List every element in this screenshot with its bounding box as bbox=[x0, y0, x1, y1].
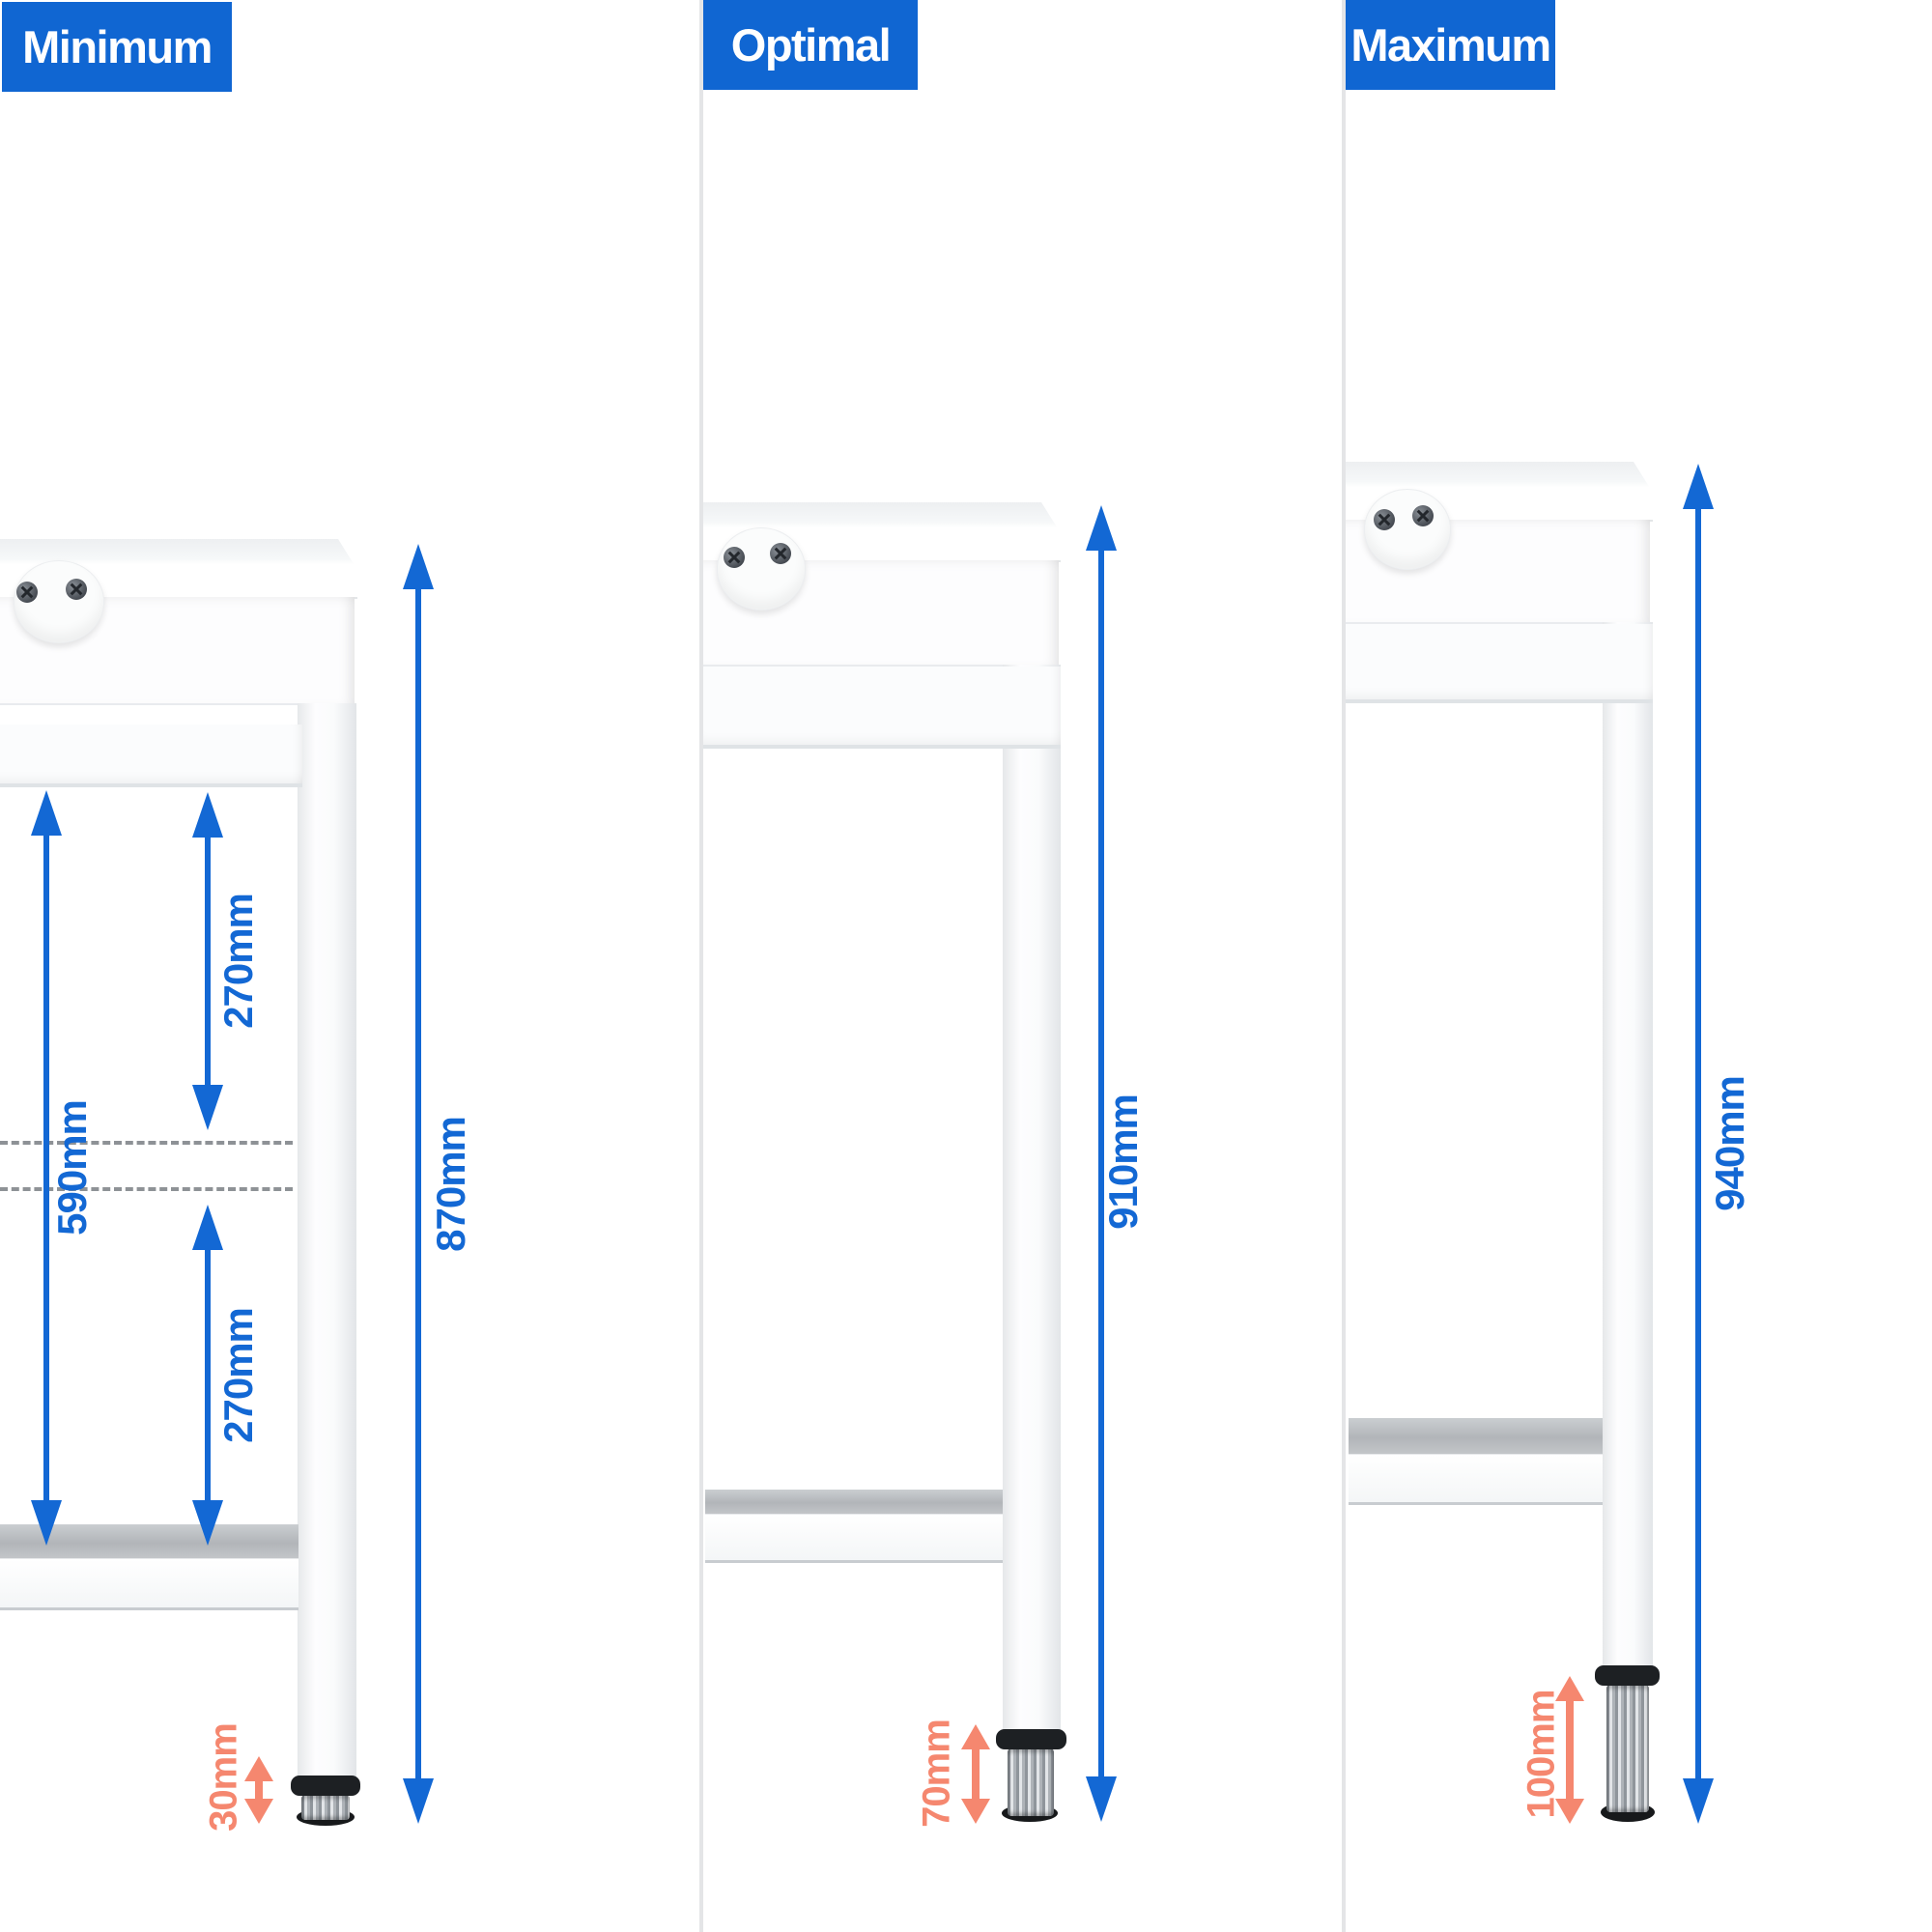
screw-icon bbox=[724, 547, 745, 568]
dimension-arrow-270mm-lower bbox=[192, 1205, 223, 1546]
foot-adjust-arrow-100mm bbox=[1555, 1676, 1584, 1824]
wall-bracket bbox=[717, 527, 806, 611]
panel-title-maximum: Maximum bbox=[1346, 0, 1555, 90]
dimension-arrow-270mm-upper bbox=[192, 792, 223, 1130]
dim-label-270mm-lower: 270mm bbox=[215, 1308, 261, 1443]
table-shelf bbox=[1349, 1418, 1603, 1454]
dim-label-870mm: 870mm bbox=[428, 1117, 473, 1252]
panel-title-label: Maximum bbox=[1350, 19, 1551, 71]
table-shelf-rail bbox=[705, 1514, 1003, 1563]
table-leg bbox=[1603, 622, 1653, 1671]
table-shelf-rail bbox=[1349, 1454, 1603, 1505]
dim-label-100mm: 100mm bbox=[1520, 1690, 1563, 1819]
table-upper-rail bbox=[703, 667, 1061, 749]
dimension-arrow-590mm bbox=[31, 790, 62, 1546]
adjustable-foot bbox=[301, 1795, 350, 1820]
table-shelf bbox=[705, 1490, 1003, 1514]
adjustable-foot bbox=[1008, 1748, 1054, 1816]
screw-icon bbox=[1374, 509, 1395, 530]
table-leg bbox=[298, 703, 356, 1779]
dashed-guide-line bbox=[0, 1141, 293, 1145]
dimension-arrow-940mm bbox=[1683, 464, 1714, 1824]
adjustable-foot bbox=[1606, 1685, 1649, 1812]
wall-bracket bbox=[1364, 489, 1451, 570]
table-upper-rail bbox=[1346, 624, 1653, 703]
panel-divider bbox=[1342, 0, 1346, 1932]
table-upper-rail bbox=[0, 724, 302, 787]
screw-icon bbox=[770, 543, 791, 564]
panel-title-minimum: Minimum bbox=[2, 2, 232, 92]
foot-cap bbox=[291, 1776, 360, 1796]
dimension-arrow-910mm bbox=[1086, 505, 1117, 1822]
panel-title-optimal: Optimal bbox=[703, 0, 918, 90]
dim-label-940mm: 940mm bbox=[1707, 1076, 1752, 1211]
foot-cap bbox=[996, 1729, 1066, 1749]
dim-label-910mm: 910mm bbox=[1100, 1094, 1146, 1230]
dim-label-590mm: 590mm bbox=[49, 1100, 95, 1236]
screw-icon bbox=[1412, 505, 1434, 526]
panel-divider bbox=[699, 0, 703, 1932]
dimension-arrow-870mm bbox=[403, 544, 434, 1824]
panel-title-label: Optimal bbox=[730, 19, 892, 71]
table-shelf-rail bbox=[0, 1558, 298, 1610]
table-leg bbox=[1003, 665, 1061, 1735]
screw-icon bbox=[16, 582, 38, 603]
dim-label-70mm: 70mm bbox=[915, 1719, 958, 1828]
dashed-guide-line bbox=[0, 1187, 293, 1191]
foot-cap bbox=[1595, 1665, 1660, 1686]
screw-icon bbox=[66, 579, 87, 600]
dim-label-270mm-upper: 270mm bbox=[215, 894, 261, 1029]
panel-title-label: Minimum bbox=[22, 21, 213, 72]
foot-adjust-arrow-30mm bbox=[244, 1756, 273, 1824]
foot-adjust-arrow-70mm bbox=[961, 1724, 990, 1824]
dim-label-30mm: 30mm bbox=[202, 1723, 245, 1832]
